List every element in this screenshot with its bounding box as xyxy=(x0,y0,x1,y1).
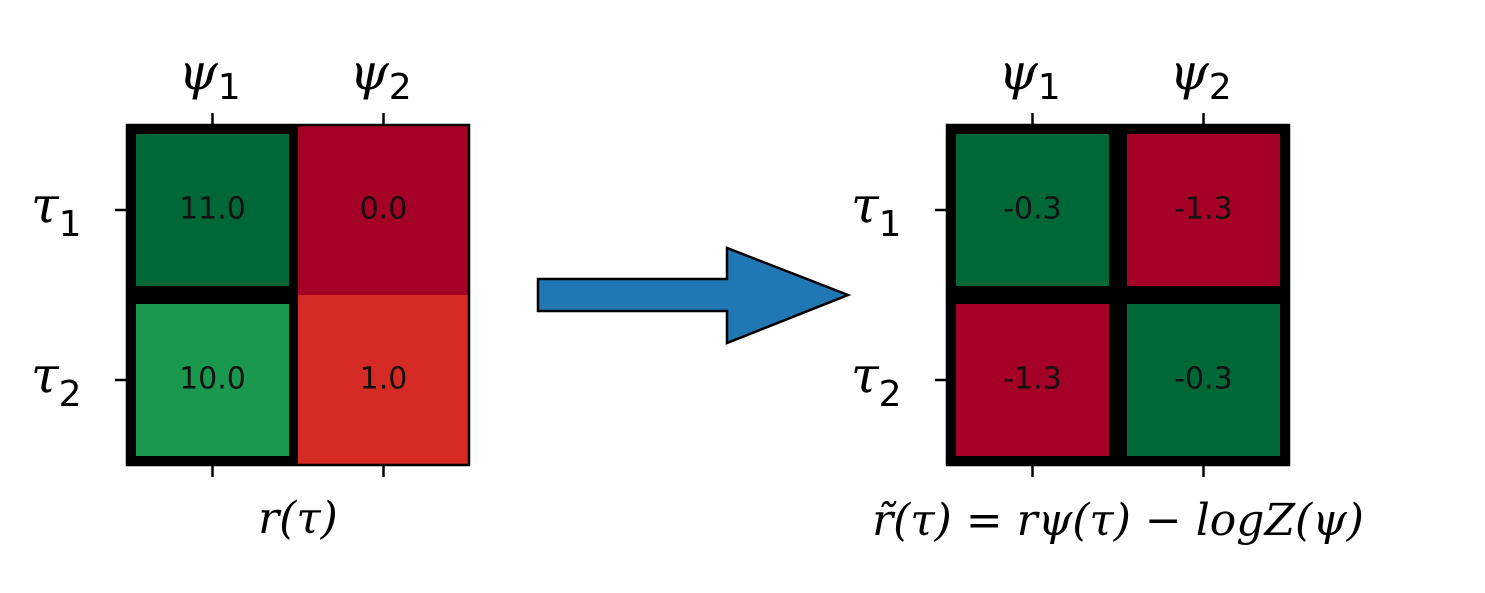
y-tick-symbol: τ xyxy=(31,346,60,404)
y-tick-subscript: 2 xyxy=(879,374,902,415)
heatmap-cell-r2-c1 xyxy=(127,295,298,465)
x-tick-label-2: ψ2 xyxy=(1170,43,1232,108)
heatmap-frame xyxy=(945,123,1291,467)
xlabel-left-text: r(τ) xyxy=(258,493,338,544)
heatmap-cell-r1-c1 xyxy=(127,125,298,295)
x-tick-label-2: ψ2 xyxy=(350,43,412,108)
x-tick-symbol: ψ xyxy=(179,43,219,101)
highlight-box-r1-c2 xyxy=(1118,125,1289,295)
heatmap-cell-r1-c2 xyxy=(298,125,469,295)
cell-label-r2-c1: -1.3 xyxy=(1003,362,1062,397)
x-tick-symbol: ψ xyxy=(350,43,390,101)
xlabel-right-text: r̃(τ) = rψ(τ) − logZ(ψ) xyxy=(872,495,1364,546)
highlight-box-r1-c1 xyxy=(947,125,1118,295)
cell-label-r2-c1: 10.0 xyxy=(179,362,246,397)
x-tick-subscript: 2 xyxy=(389,67,412,108)
y-tick-subscript: 1 xyxy=(59,204,82,245)
cell-label-r1-c2: 0.0 xyxy=(360,192,408,227)
right-arrow xyxy=(536,246,852,345)
x-tick-subscript: 1 xyxy=(1038,67,1061,108)
x-tick-label-1: ψ1 xyxy=(179,43,241,108)
x-tick-symbol: ψ xyxy=(999,43,1039,101)
y-tick-subscript: 1 xyxy=(879,204,902,245)
x-tick-label-1: ψ1 xyxy=(999,43,1061,108)
x-tick-subscript: 2 xyxy=(1209,67,1232,108)
heatmap-cell-r2-c2 xyxy=(298,295,469,465)
highlight-box-r2-c2 xyxy=(1118,295,1289,465)
heatmap-cell-r1-c1 xyxy=(947,125,1118,295)
cell-label-r1-c1: 11.0 xyxy=(179,192,246,227)
y-tick-label-1: τ1 xyxy=(31,176,82,245)
y-tick-symbol: τ xyxy=(851,176,880,234)
cell-label-r2-c2: 1.0 xyxy=(360,362,408,397)
xlabel-right: r̃(τ) = rψ(τ) − logZ(ψ) xyxy=(872,495,1364,546)
highlight-box-r2 xyxy=(127,295,298,465)
y-tick-symbol: τ xyxy=(851,346,880,404)
cell-label-r2-c2: -0.3 xyxy=(1174,362,1233,397)
xlabel-left: r(τ) xyxy=(258,493,338,544)
heatmap-frame xyxy=(125,123,471,467)
highlight-box-r2-c1 xyxy=(947,295,1118,465)
cell-label-r1-c2: -1.3 xyxy=(1174,192,1233,227)
y-tick-label-1: τ1 xyxy=(851,176,902,245)
y-tick-label-2: τ2 xyxy=(31,346,82,415)
heatmap-cell-r2-c1 xyxy=(947,295,1118,465)
heatmap-cell-r1-c2 xyxy=(1118,125,1289,295)
y-tick-subscript: 2 xyxy=(59,374,82,415)
x-tick-symbol: ψ xyxy=(1170,43,1210,101)
cell-label-r1-c1: -0.3 xyxy=(1003,192,1062,227)
x-tick-subscript: 1 xyxy=(218,67,241,108)
heatmap-cell-r2-c2 xyxy=(1118,295,1289,465)
highlight-box-r1 xyxy=(127,125,298,295)
y-tick-symbol: τ xyxy=(31,176,60,234)
y-tick-label-2: τ2 xyxy=(851,346,902,415)
